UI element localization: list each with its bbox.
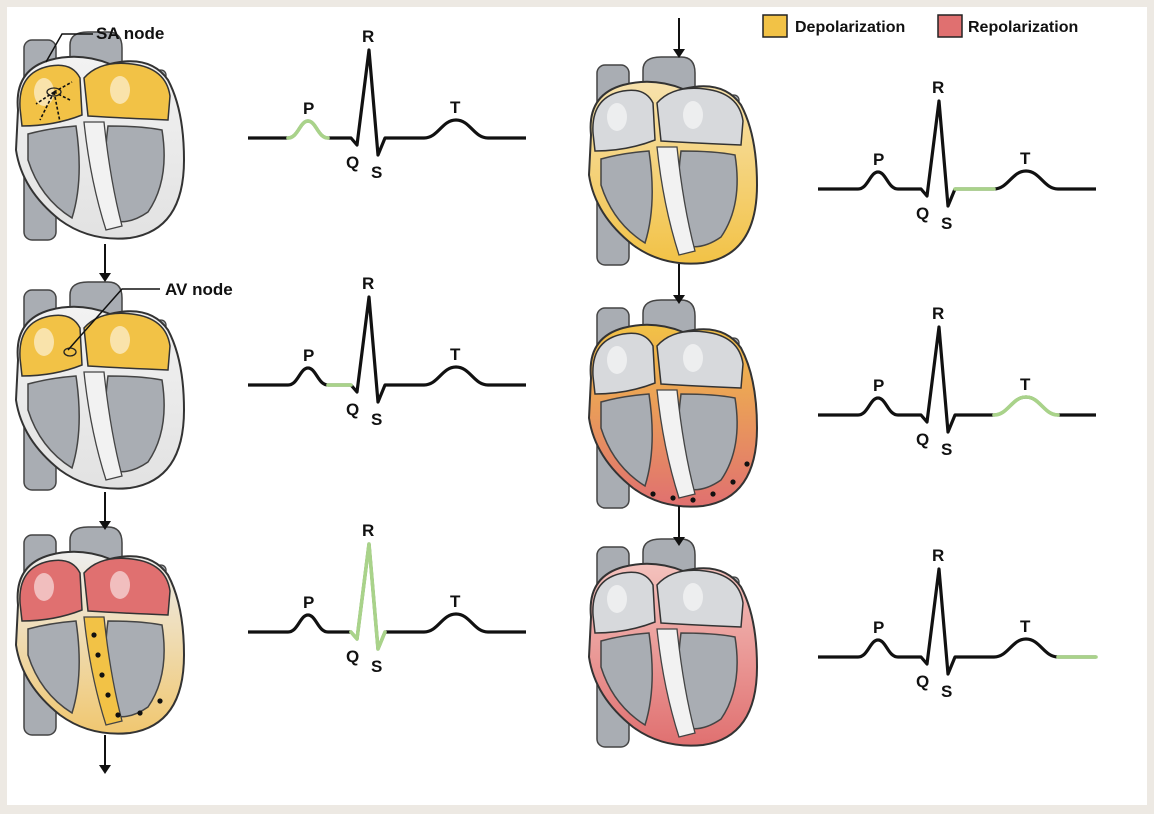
right-ventricle — [600, 150, 653, 245]
right-ventricle — [27, 125, 80, 220]
heart-1 — [14, 31, 186, 241]
wave-label-s: S — [371, 410, 382, 429]
conduction-arrows — [91, 632, 163, 718]
wave-label-p: P — [303, 99, 314, 118]
wave-label-r: R — [932, 304, 944, 323]
right-ventricle — [600, 393, 653, 488]
figure-frame — [7, 7, 1147, 805]
wave-label-r: R — [932, 546, 944, 565]
heart-3 — [14, 526, 186, 736]
septum — [656, 389, 696, 499]
legend-label-repolarization: Repolarization — [968, 19, 1078, 36]
wave-label-q: Q — [346, 647, 359, 666]
wave-label-p: P — [303, 346, 314, 365]
legend-label-depolarization: Depolarization — [795, 19, 905, 36]
septum — [83, 121, 123, 231]
wave-label-q: Q — [916, 204, 929, 223]
sa-spread-arrows — [35, 81, 73, 123]
wave-label-s: S — [941, 440, 952, 459]
wave-label-t: T — [450, 98, 461, 117]
heart-illustrations — [14, 31, 759, 748]
heart-6 — [587, 538, 759, 748]
ecg-highlight-p-wave — [286, 119, 330, 140]
heart-2 — [14, 281, 186, 491]
septum — [656, 146, 696, 256]
down-arrow-1 — [99, 244, 111, 282]
legend-swatch-depolarization — [762, 14, 788, 38]
sa-node — [46, 87, 62, 97]
wave-label-s: S — [371, 657, 382, 676]
wave-label-r: R — [932, 78, 944, 97]
ecg-panel-4: P R QS T — [818, 78, 1096, 233]
ecg-trace — [248, 542, 526, 651]
down-arrow-3 — [99, 735, 111, 774]
heart-5 — [587, 299, 759, 509]
wave-label-t: T — [1020, 149, 1031, 168]
wave-label-s: S — [371, 163, 382, 182]
ecg-trace — [248, 295, 526, 404]
septum — [83, 371, 123, 481]
legend-swatch-repolarization — [937, 14, 963, 38]
right-ventricle — [27, 375, 80, 470]
wave-label-p: P — [873, 618, 884, 637]
wave-label-q: Q — [346, 400, 359, 419]
wave-label-r: R — [362, 27, 374, 46]
ecg-panel-1: P R QS T — [248, 27, 526, 182]
septum — [83, 616, 123, 726]
sa-node-callout: SA node — [45, 24, 164, 63]
ecg-panel-6: P R QS T — [818, 546, 1098, 701]
ecg-panel-2: P R QS T — [248, 274, 526, 429]
ecg-panel-5: P R QS T — [818, 304, 1096, 459]
wave-label-t: T — [450, 592, 461, 611]
ecg-highlight-t-wave — [992, 395, 1060, 417]
ecg-highlight-qrs-complex — [349, 542, 387, 651]
heart-4 — [587, 56, 759, 266]
septum — [656, 628, 696, 738]
wave-label-r: R — [362, 521, 374, 540]
av-node-callout: AV node — [67, 280, 233, 351]
wave-label-q: Q — [346, 153, 359, 172]
wave-label-p: P — [303, 593, 314, 612]
wave-label-r: R — [362, 274, 374, 293]
av-node-leader-line — [67, 288, 160, 351]
wave-label-p: P — [873, 150, 884, 169]
ecg-trace — [818, 99, 1096, 208]
conduction-arrows — [650, 461, 750, 503]
down-arrow-5 — [673, 264, 685, 304]
right-ventricle — [27, 620, 80, 715]
down-arrow-2 — [99, 492, 111, 530]
wave-label-s: S — [941, 214, 952, 233]
wave-label-t: T — [1020, 375, 1031, 394]
wave-label-p: P — [873, 376, 884, 395]
down-arrow-6 — [673, 506, 685, 546]
wave-label-s: S — [941, 682, 952, 701]
ecg-panel-3: P R QS T — [248, 521, 526, 676]
down-arrow-4 — [673, 18, 685, 58]
right-ventricle — [600, 632, 653, 727]
wave-label-t: T — [450, 345, 461, 364]
sa-node-label: SA node — [96, 24, 164, 43]
legend: Depolarization Repolarization — [762, 14, 1078, 38]
av-node-label: AV node — [165, 280, 233, 299]
wave-label-t: T — [1020, 617, 1031, 636]
flow-arrows — [99, 18, 685, 774]
ecg-trace — [818, 567, 1096, 676]
wave-label-q: Q — [916, 672, 929, 691]
sa-node-leader-line — [45, 33, 93, 63]
wave-label-q: Q — [916, 430, 929, 449]
